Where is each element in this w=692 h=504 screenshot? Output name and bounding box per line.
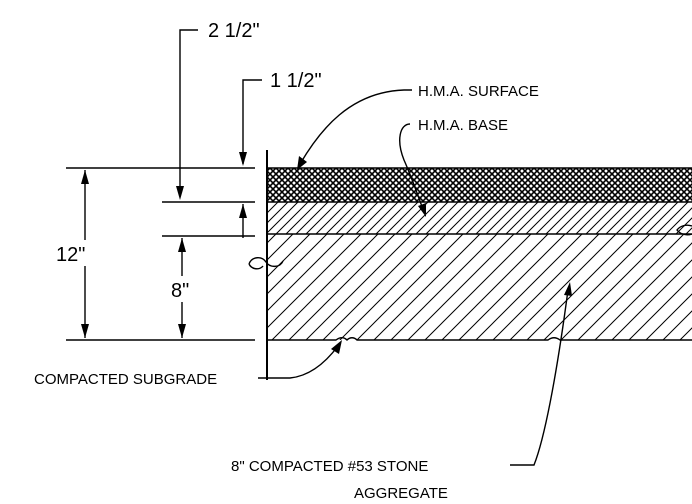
label-hma-surface: H.M.A. SURFACE bbox=[418, 83, 539, 100]
label-stone-line2: AGGREGATE bbox=[354, 485, 448, 502]
arrow-base bbox=[418, 203, 426, 217]
leader-base bbox=[399, 123, 425, 213]
break-symbol-left bbox=[248, 257, 284, 270]
dim-label-12: 12" bbox=[56, 244, 85, 266]
leader-2-5 bbox=[179, 29, 198, 196]
arrow-12-bottom bbox=[81, 324, 89, 338]
hma-surface-layer bbox=[267, 168, 692, 202]
dim-label-1-5: 1 1/2" bbox=[270, 70, 322, 92]
arrow-1-5-bottom bbox=[239, 204, 247, 218]
hma-base-layer bbox=[267, 202, 692, 234]
label-compacted-subgrade: COMPACTED SUBGRADE bbox=[34, 371, 217, 388]
leader-surface bbox=[299, 89, 412, 165]
stone-aggregate-layer bbox=[267, 234, 692, 340]
subgrade-line bbox=[267, 337, 692, 341]
arrow-stone bbox=[564, 282, 572, 296]
arrow-1-5-top bbox=[239, 152, 247, 166]
label-hma-base: H.M.A. BASE bbox=[418, 117, 508, 134]
dim-label-8: 8" bbox=[171, 280, 189, 302]
dim-label-2-5: 2 1/2" bbox=[208, 20, 260, 42]
break-symbol-right bbox=[676, 224, 692, 236]
arrow-12-top bbox=[81, 170, 89, 184]
leader-subgrade bbox=[258, 345, 339, 379]
arrow-surface bbox=[297, 156, 307, 170]
label-stone-line1: 8" COMPACTED #53 STONE bbox=[231, 458, 428, 475]
arrow-2-5 bbox=[176, 186, 184, 200]
leader-1-5 bbox=[242, 79, 262, 164]
arrow-subgrade bbox=[331, 340, 342, 354]
arrow-8-bottom bbox=[178, 324, 186, 338]
leader-stone bbox=[510, 289, 569, 466]
arrow-8-top bbox=[178, 238, 186, 252]
